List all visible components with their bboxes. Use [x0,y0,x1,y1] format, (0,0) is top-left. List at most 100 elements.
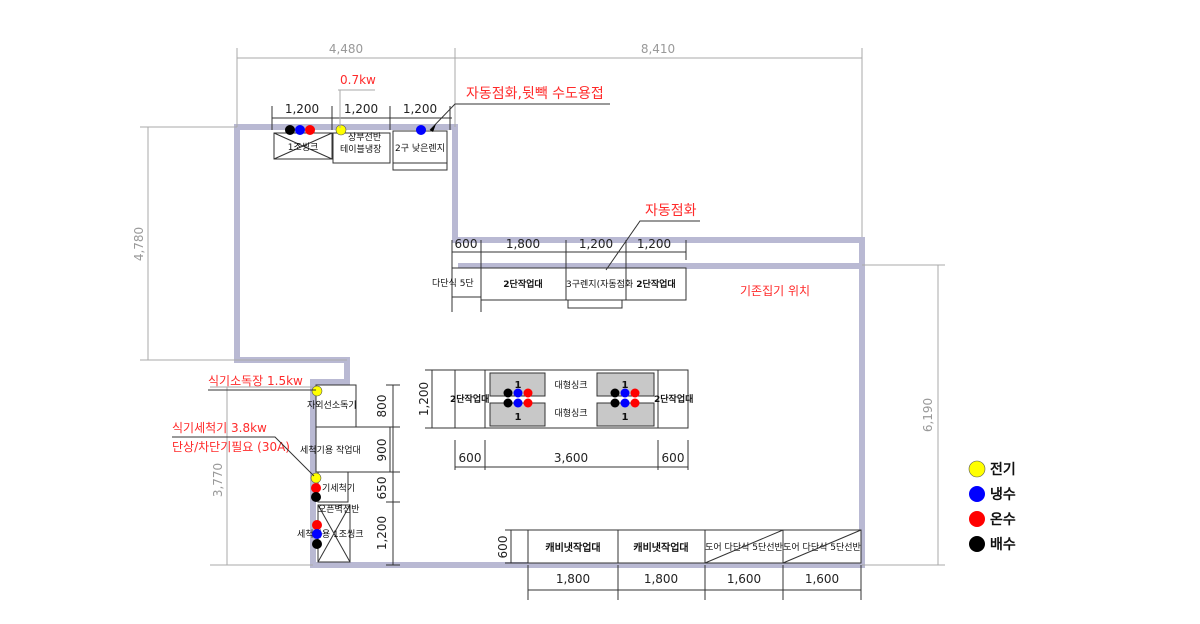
equipment-worktable-a-label: 2단작업대 [503,278,542,290]
dimensions-top-units-1-label: 1,200 [344,102,378,116]
drawing-line [567,299,623,309]
drawing-line [317,504,351,563]
utility-point-marker [630,398,640,408]
top-dimensions: 4,480 8,410 1,200 1,200 1,200 [236,42,863,237]
equipment-door-rack1-label: 도어 다단식 5단선반 [705,542,783,553]
dimensions-top-units-0-label: 1,200 [285,102,319,116]
equipment-dishwasher-label: 기세척기 [322,483,355,494]
dimensions-mid-units-2-label: 1,200 [579,237,613,251]
dimensions-mid-units-1-label: 1,800 [506,237,540,251]
utility-point-marker [312,520,322,530]
table-fridge-label: 테이블냉장 [340,144,381,155]
legend-drain-dot [969,536,985,552]
legend-electric-dot [968,460,986,478]
dimensions-bottom-units-2-label: 1,600 [727,572,761,586]
existing-location-label: 기존집기 위치 [740,284,810,298]
side-dimensions: 4,780 3,770 6,190 [132,126,945,566]
utility-point-marker [285,125,295,135]
equipment-big-sink-bottom-label: 대형싱크 [554,408,587,419]
utility-point-marker [311,492,321,502]
legend: 전기 냉수 온수 배수 [968,460,1016,553]
utility-point-marker [503,398,513,408]
legend-cold-water: 냉수 [990,487,1016,503]
equipment-worktable-b-label: 2단작업대 [636,278,675,290]
annotations-sterilizer-power-label: 식기소독장 1.5kw [208,374,303,388]
equipment-dish-worktable-label: 세척기용 작업대 [300,445,361,456]
dimensions-island-height-label: 1,200 [417,382,431,416]
drawing-line [317,471,349,503]
drawing-line [704,529,784,564]
drawing-line [527,529,619,564]
utility-point-marker [620,388,630,398]
drawing-line [617,529,706,564]
utility-point-marker [312,539,322,549]
utility-point-marker [295,125,305,135]
utility-point-marker [610,388,620,398]
drawing-line [273,132,333,160]
dimensions-left-column-2-label: 650 [375,477,389,500]
drawing-line [429,103,610,131]
dim-top-left: 4,480 [329,42,363,56]
dimensions-bottom-depth-label: 600 [496,536,510,559]
dimensions-top-units-2-label: 1,200 [403,102,437,116]
drawing-line [625,267,687,301]
dimensions-island-widths-1-label: 3,600 [554,451,588,465]
dimensions-right-label: 6,190 [921,398,935,432]
range3-label: 3구렌지(자동점화 [566,278,633,290]
annotations-power-fridge-label: 0.7kw [340,73,376,87]
drawing-line [430,124,436,132]
utility-point-marker [503,388,513,398]
equipment-big-sink-top-label: 대형싱크 [554,380,587,391]
utility-point-marker [630,388,640,398]
top-annotations: 0.7kw 자동점화,뒷빽 수도용접 [338,73,610,132]
dimensions-left-column-0-label: 800 [375,395,389,418]
annotations-breaker-label: 단상/차단기필요 (30A) [172,440,290,454]
dimensions-left-column-1-label: 900 [375,439,389,462]
dimensions-mid-units-0-label: 600 [455,237,478,251]
drawing-line [565,267,627,301]
dimensions-mid-units-3-label: 1,200 [637,237,671,251]
dim-top-right: 8,410 [641,42,675,56]
sink1-label: 1조씽크 [288,142,319,153]
drawing-line [480,267,567,301]
left-annotations: 식기소독장 1.5kw 식기세척기 3.8kw 단상/차단기필요 (30A) [172,374,316,477]
utility-point-marker [523,398,533,408]
drawing-line [315,384,357,428]
drawing-line [503,388,640,408]
utility-point-marker [513,398,523,408]
equipment-sink-num-label: 1 [515,412,522,423]
dimensions-bottom-units-0-label: 1,800 [556,572,590,586]
equipment-cabinet1-label: 캐비냇작업대 [545,541,600,554]
drawing-line [332,132,391,164]
legend-hot-water: 온수 [990,512,1016,528]
utility-point-marker [416,125,426,135]
equipment-sink-num-label: 1 [622,412,629,423]
annotations-auto-ignition-back-label: 자동점화,뒷빽 수도용접 [466,86,604,102]
left-column: 자외선소독기 세척기용 작업대 기세척기 오픈벽선반 세척기용 1조씽크 800… [297,384,400,566]
utility-point-marker [335,124,347,136]
dimensions-left-upper-label: 4,780 [132,227,146,261]
equipment-uv-sterilizer-label: 자외선소독기 [307,399,357,411]
utility-point-marker [620,398,630,408]
utility-point-marker [305,125,315,135]
annotations-dishwasher-power-label: 식기세척기 3.8kw [172,421,267,435]
drawing-line [392,130,448,164]
equipment-sink-num-label: 1 [622,380,629,391]
legend-hot-water-dot [969,511,985,527]
utility-point-marker [523,388,533,398]
equipment-door-rack2-label: 도어 다단식 5단선반 [783,542,861,553]
dimensions-left-lower-label: 3,770 [211,463,225,497]
middle-counter: 600 1,800 1,200 1,200 다단식 5단 2단작업대 3구렌지(… [432,203,810,312]
drawing-line [451,267,482,298]
dimensions-island-widths-2-label: 600 [662,451,685,465]
shelf-top-label: 상부선반 [348,132,381,143]
equipment-sink-num-label: 1 [515,380,522,391]
drawing-line [782,529,862,564]
bottom-counter: 캐비냇작업대 캐비냇작업대 도어 다단식 5단선반 도어 다단식 5단선반 60… [496,529,862,600]
drawing-line [172,436,315,477]
dimensions-left-column-3-label: 1,200 [375,516,389,550]
dimensions-bottom-units-3-label: 1,600 [805,572,839,586]
utility-point-marker [610,398,620,408]
